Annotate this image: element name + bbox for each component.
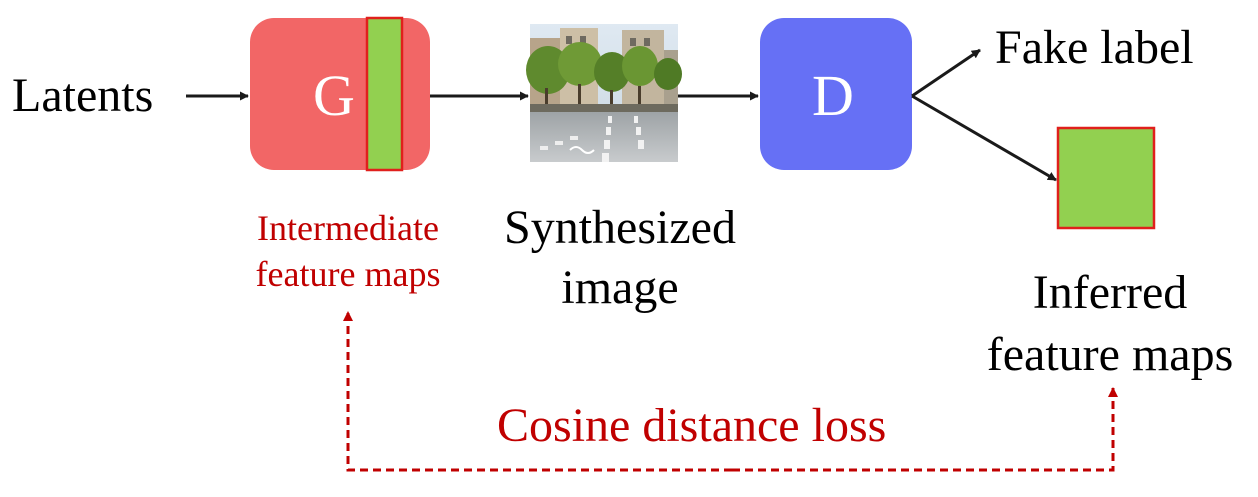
discriminator-to-inferred-map-arrow xyxy=(911,94,1057,182)
synthesized-image-label: Synthesized image xyxy=(470,198,770,318)
inferred-feature-maps-label: Inferred feature maps xyxy=(965,262,1255,386)
synthesized-image xyxy=(526,24,682,162)
intermediate-label-line1: Intermediate xyxy=(257,208,439,248)
cosine-loss-connector-right xyxy=(732,387,1118,472)
fake-label-text: Fake label xyxy=(995,21,1194,74)
inferred-feature-map-square xyxy=(1056,126,1156,230)
generator-letter: G xyxy=(313,63,355,128)
intermediate-label-line2: feature maps xyxy=(255,254,441,294)
intermediate-feature-map-bar xyxy=(365,16,404,172)
latents-label: Latents xyxy=(12,69,154,122)
inferred-label-line1: Inferred xyxy=(1032,266,1188,319)
discriminator-block xyxy=(760,18,912,170)
discriminator-letter: D xyxy=(812,63,854,128)
cosine-distance-loss-label: Cosine distance loss xyxy=(497,399,887,452)
synthesized-label-line1: Synthesized xyxy=(504,201,736,254)
intermediate-feature-maps-label: Intermediate feature maps xyxy=(220,205,476,297)
discriminator-to-fake-label-arrow xyxy=(911,48,981,98)
inferred-label-line2: feature maps xyxy=(986,328,1234,381)
synthesized-label-line2: image xyxy=(561,261,679,314)
cosine-loss-connector-left xyxy=(343,311,732,472)
